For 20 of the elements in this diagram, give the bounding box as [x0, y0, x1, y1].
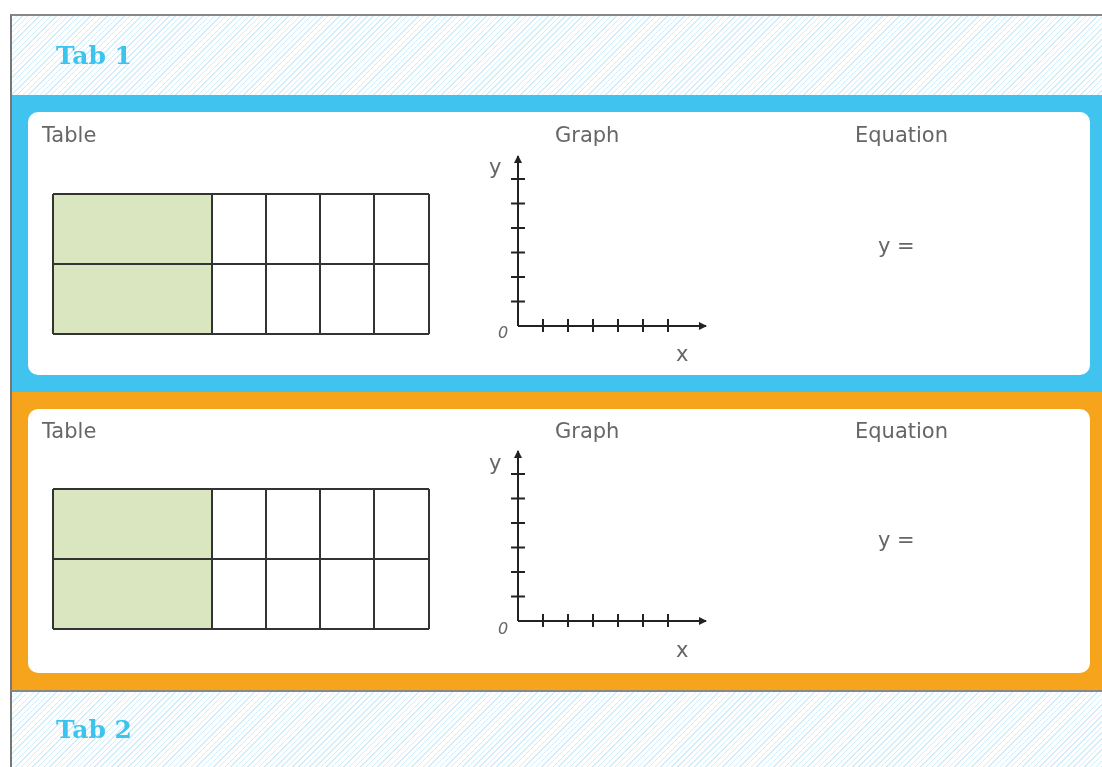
section-heading: Equation — [855, 421, 948, 442]
section-heading: Table — [42, 421, 97, 442]
tab-band — [10, 14, 1102, 95]
section-heading: Equation — [855, 125, 948, 146]
axis-label: x — [676, 344, 689, 365]
content-panel — [10, 95, 1102, 392]
tab-band — [10, 690, 1102, 767]
content-panel — [10, 392, 1102, 690]
origin-label: 0 — [498, 325, 509, 341]
axis-label: y — [489, 157, 502, 178]
section-heading: Graph — [555, 125, 620, 146]
tab-title: Tab 2 — [56, 714, 132, 744]
equation-prompt: y = — [878, 530, 915, 551]
section-heading: Graph — [555, 421, 620, 442]
axis-label: y — [489, 453, 502, 474]
origin-label: 0 — [498, 621, 509, 637]
equation-prompt: y = — [878, 236, 915, 257]
tab-title: Tab 1 — [56, 40, 132, 70]
section-heading: Table — [42, 125, 97, 146]
axis-label: x — [676, 640, 689, 661]
